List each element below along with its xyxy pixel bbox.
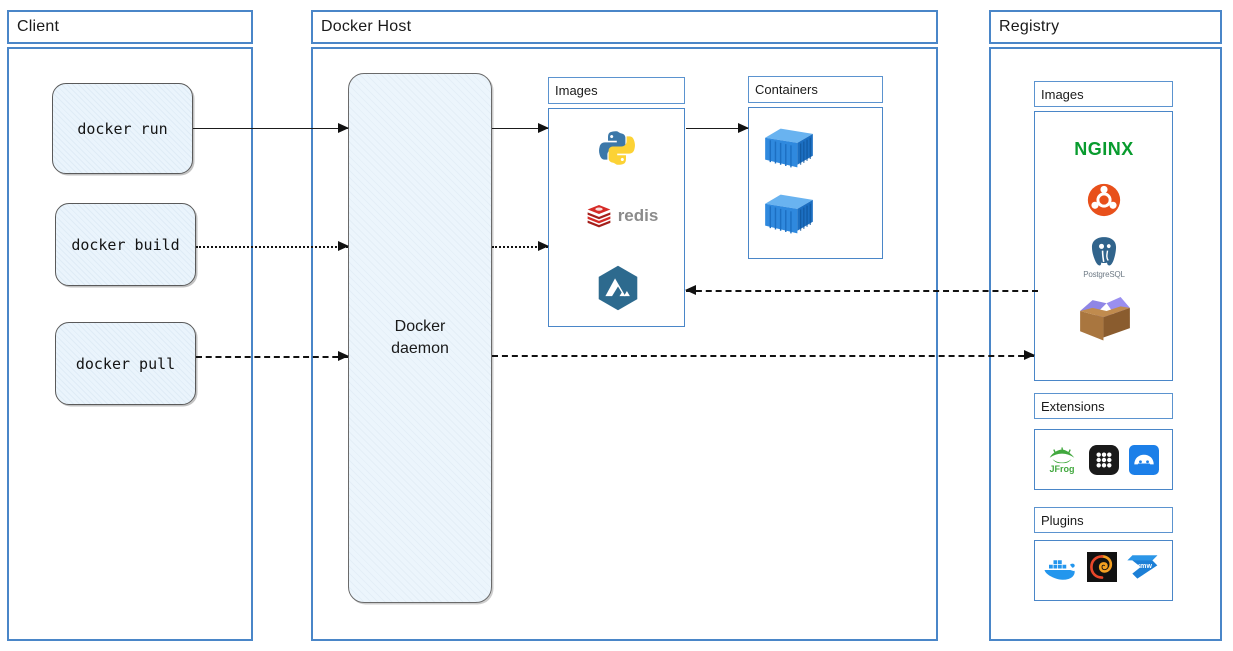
host-containers-title: Containers — [755, 82, 818, 97]
grafana-logo — [1086, 551, 1118, 583]
app-grid-icon — [1088, 444, 1120, 476]
registry-images-header: Images — [1034, 81, 1173, 107]
redis-label: redis — [617, 206, 659, 225]
registry-plugins-header: Plugins — [1034, 507, 1173, 533]
registry-plugins-title: Plugins — [1041, 512, 1084, 528]
docker-host-panel-header: Docker Host — [311, 10, 938, 44]
jfrog-logo: JFrog — [1044, 443, 1080, 477]
registry-panel-header: Registry — [989, 10, 1222, 44]
postgresql-logo: PostgreSQL — [1078, 232, 1130, 282]
command-docker-pull-label: docker pull — [75, 354, 176, 373]
command-docker-build[interactable]: docker build — [55, 203, 196, 286]
arrow-head-right — [538, 241, 549, 251]
python-logo — [596, 126, 638, 170]
alpine-logo — [596, 265, 640, 311]
arrow-head-right — [738, 123, 749, 133]
client-panel-title: Client — [17, 18, 60, 35]
command-docker-run-label: docker run — [77, 119, 168, 138]
registry-images-title: Images — [1041, 86, 1084, 102]
vmware-logo: vmw — [1124, 551, 1164, 583]
client-panel-header: Client — [7, 10, 253, 44]
command-docker-run[interactable]: docker run — [52, 83, 193, 174]
command-docker-pull[interactable]: docker pull — [55, 322, 196, 405]
arrow-head-left — [685, 285, 696, 295]
vmware-label: vmw — [1136, 563, 1153, 570]
registry-extensions-title: Extensions — [1041, 398, 1105, 414]
docker-daemon-label-line2: daemon — [391, 340, 449, 357]
nginx-logo: NGINX — [1064, 135, 1144, 163]
arrow-head-right — [1024, 350, 1035, 360]
docker-daemon-label-line1: Docker — [394, 318, 446, 336]
arrow-head-right — [338, 123, 349, 133]
registry-panel-title: Registry — [999, 18, 1060, 35]
shipping-container-icon — [760, 125, 818, 171]
host-containers-header: Containers — [748, 76, 883, 103]
arrow-head-right — [538, 123, 549, 133]
shipping-container-icon — [760, 191, 818, 237]
command-docker-build-label: docker build — [71, 235, 180, 254]
postgresql-label: PostgreSQL — [1083, 270, 1125, 279]
docker-host-panel-title: Docker Host — [321, 18, 412, 35]
host-images-title: Images — [555, 83, 598, 98]
registry-extensions-header: Extensions — [1034, 393, 1173, 419]
host-containers-body — [748, 107, 883, 259]
jfrog-label: JFrog — [1049, 464, 1075, 474]
package-box-icon — [1076, 292, 1134, 344]
blue-app-icon — [1128, 444, 1160, 476]
docker-whale-logo — [1042, 553, 1080, 587]
ubuntu-logo — [1086, 182, 1122, 218]
docker-daemon-box[interactable]: Docker daemon — [348, 73, 492, 603]
arrow-head-right — [338, 351, 349, 361]
host-images-header: Images — [548, 77, 685, 104]
arrow-head-right — [338, 241, 349, 251]
redis-logo: redis — [586, 200, 658, 232]
nginx-label: NGINX — [1074, 138, 1134, 159]
